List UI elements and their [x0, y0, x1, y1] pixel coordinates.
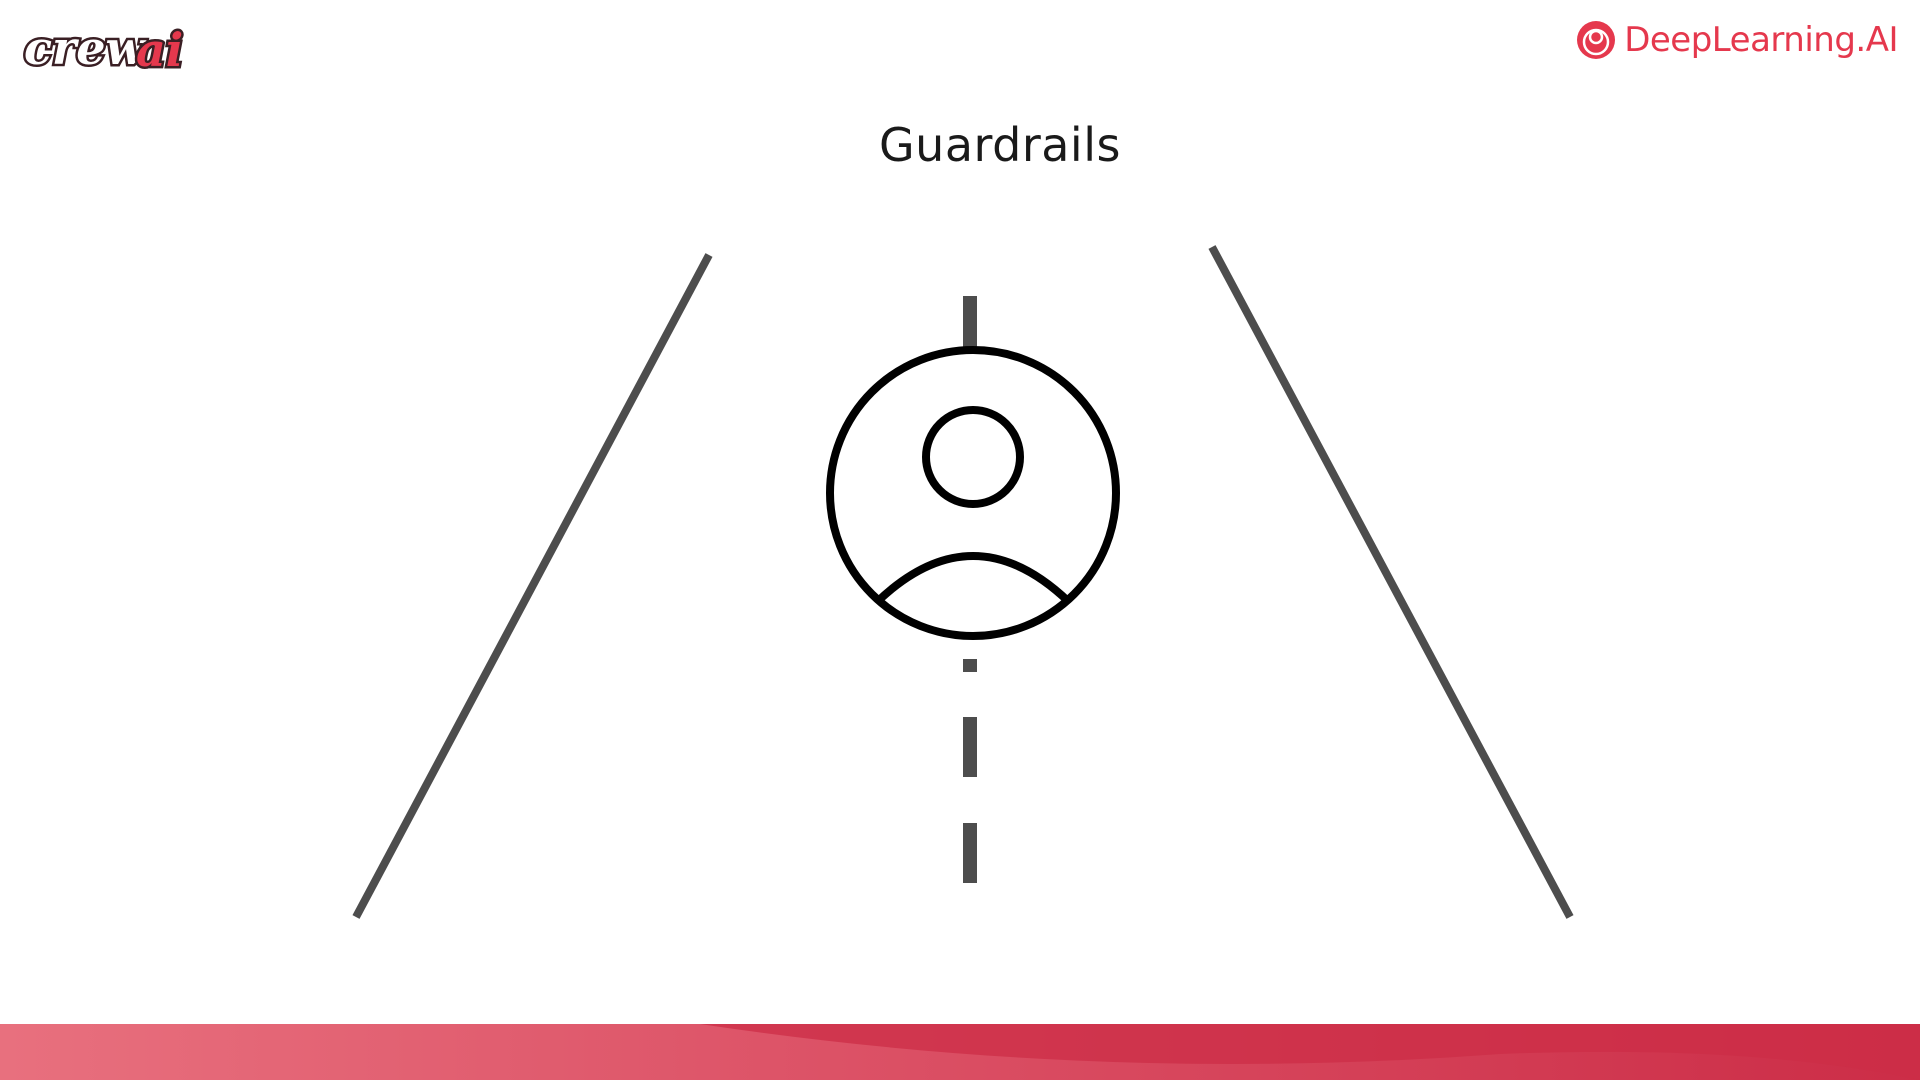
crewai-logo-text-crew: crew	[24, 21, 147, 75]
deeplearning-ai-logo: DeepLearning.AI	[1576, 18, 1898, 62]
crewai-logo-text-ai: ai	[136, 23, 183, 77]
right-guardrail-line	[1208, 245, 1574, 919]
deeplearning-ai-logo-icon	[1577, 21, 1616, 59]
slide-title: Guardrails	[879, 118, 1121, 172]
footer-band	[0, 1024, 1920, 1080]
deeplearning-ai-logo-text: DeepLearning.AI	[1624, 20, 1898, 60]
user-avatar-icon	[826, 346, 1120, 640]
crewai-logo: crew ai	[22, 19, 186, 80]
left-guardrail-line	[352, 253, 713, 919]
